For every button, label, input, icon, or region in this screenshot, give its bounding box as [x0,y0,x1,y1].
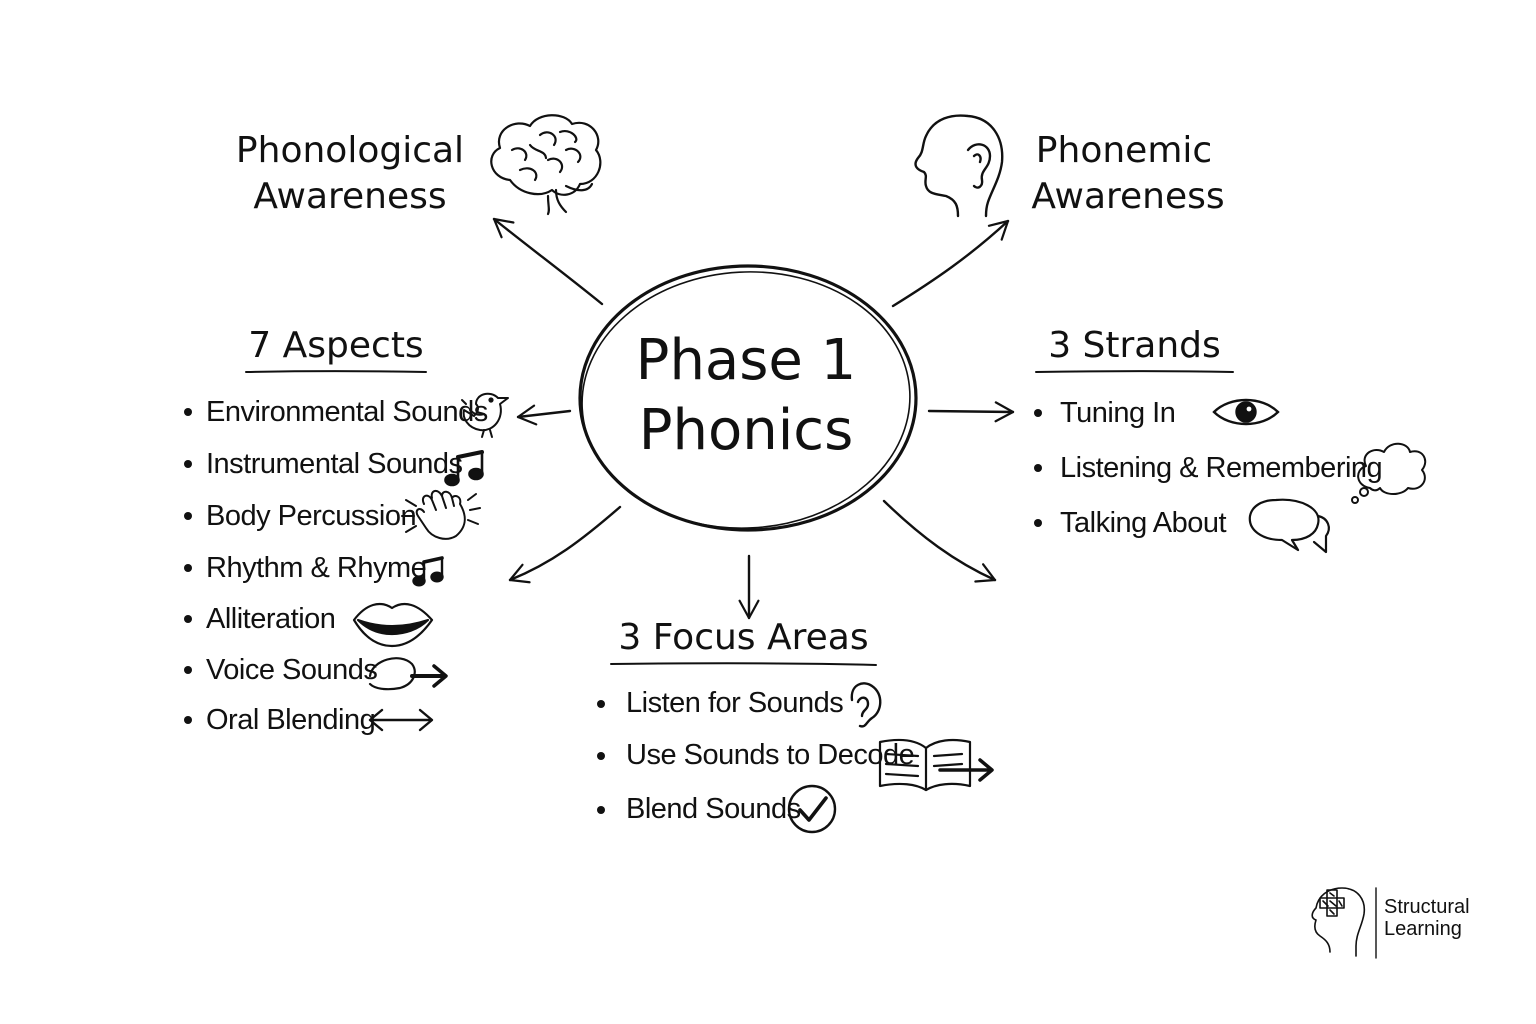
structural-learning-logo-icon [1311,887,1377,959]
clapping-hands-icon [401,490,481,540]
aspect-item-voice-sounds: Voice Sounds [206,654,378,686]
focus-bullet [597,700,605,708]
strand-bullet [1034,464,1042,472]
strands-title: 3 Strands [1048,325,1221,366]
lips-icon [352,602,434,648]
aspect-item-environmental-sounds: Environmental Sounds [206,396,488,428]
thought-bubble-icon [1351,442,1427,504]
center-title-line1: Phase 1 [635,328,857,393]
arrow-to-aspects [516,404,572,426]
focus-item-blend-sounds: Blend Sounds [626,793,801,825]
strand-bullet [1034,519,1042,527]
bird-icon [461,392,509,438]
eye-icon [1212,398,1280,426]
music-note-rhythm-icon [412,556,444,587]
brand-name-line2: Learning [1384,918,1462,940]
aspect-item-body-percussion: Body Percussion [206,500,417,532]
focus-title: 3 Focus Areas [618,617,869,658]
focus-bullet [597,806,605,814]
arrow-to-phonemic [891,219,1010,308]
aspect-bullet [184,615,192,623]
arrow-to-lower-left [508,505,622,584]
focus-bullet [597,752,605,760]
phonological-title-line1: Phonological [235,130,465,171]
brain-icon [490,114,602,216]
aspect-bullet [184,460,192,468]
aspect-item-rhythm-rhyme: Rhythm & Rhyme [206,552,427,584]
aspect-item-alliteration: Alliteration [206,603,336,635]
aspect-bullet [184,716,192,724]
phonemic-title-line1: Phonemic [1035,130,1213,171]
focus-title-underline [610,662,877,666]
aspect-item-instrumental-sounds: Instrumental Sounds [206,448,463,480]
ear-icon [850,682,882,728]
arrow-to-phonological [492,217,604,306]
arrow-to-lower-right [882,499,997,583]
aspect-bullet [184,512,192,520]
strand-item-listening-remembering: Listening & Remembering [1060,452,1383,484]
focus-item-listen-for-sounds: Listen for Sounds [626,687,844,719]
strand-bullet [1034,409,1042,417]
strand-item-talking-about: Talking About [1060,507,1227,539]
focus-item-use-sounds-to-decode: Use Sounds to Decode [626,739,915,771]
head-ear-icon [914,114,1004,218]
phonological-title-line2: Awareness [253,176,447,217]
strand-item-tuning-in: Tuning In [1060,397,1176,429]
center-oval [578,264,918,532]
aspects-title-underline [245,370,427,373]
arrow-to-strands [927,401,1015,423]
aspect-bullet [184,564,192,572]
double-arrow-icon [368,708,434,732]
speech-bubbles-icon [1248,498,1330,554]
checkmark-circle-icon [787,784,837,834]
center-title-line2: Phonics [638,398,854,463]
music-note-icon [444,450,484,487]
open-book-icon [878,738,994,792]
aspect-bullet [184,408,192,416]
phonemic-title-line2: Awareness [1031,176,1225,217]
brand-name-line1: Structural [1384,896,1470,918]
aspect-bullet [184,666,192,674]
strands-title-underline [1035,370,1234,373]
aspects-title: 7 Aspects [248,325,424,366]
voice-arrow-icon [368,657,448,691]
aspect-item-oral-blending: Oral Blending [206,704,376,736]
